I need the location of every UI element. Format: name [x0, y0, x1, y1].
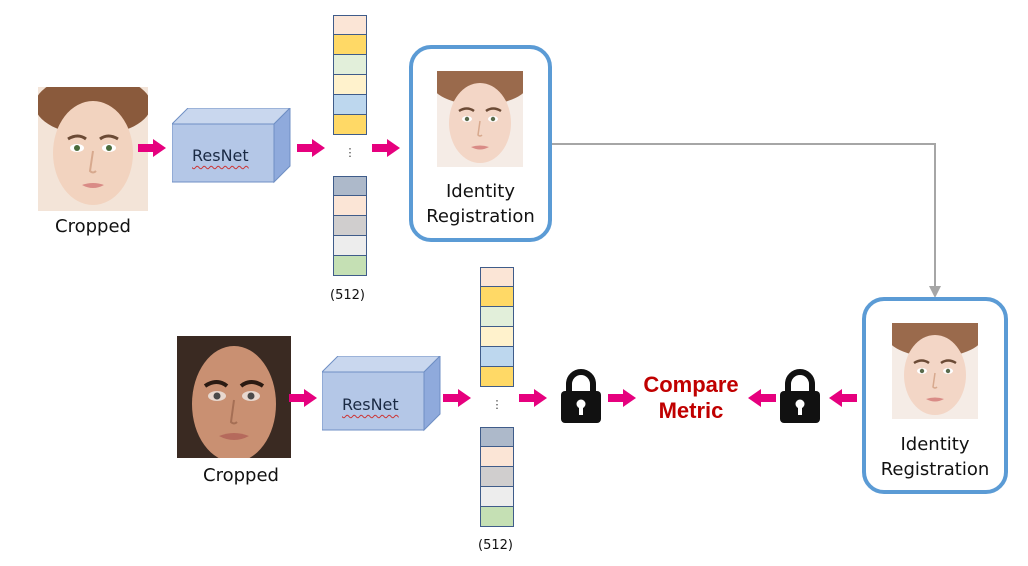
identity-label-top-line1: Identity — [446, 181, 515, 202]
lock-icon — [561, 369, 601, 423]
identity-label-bottom-line2: Registration — [880, 459, 990, 480]
vector-cell — [480, 427, 514, 447]
face-image-identity-top — [437, 71, 523, 167]
feature-vector-bottom-lower — [480, 427, 514, 527]
vector-dims-bottom: (512) — [478, 538, 513, 553]
vector-cell — [480, 307, 514, 327]
vector-cell — [333, 75, 367, 95]
vector-cell — [480, 467, 514, 487]
vector-cell — [333, 95, 367, 115]
cropped-label-top: Cropped — [55, 216, 131, 237]
vector-cell — [480, 447, 514, 467]
vector-cell — [333, 236, 367, 256]
connector-arrow — [552, 143, 941, 298]
compare-metric-line1: Compare — [643, 372, 739, 397]
feature-vector-top-lower — [333, 176, 367, 276]
vector-cell — [333, 196, 367, 216]
vector-cell — [333, 115, 367, 135]
arrow-right-icon — [443, 389, 471, 407]
feature-vector-top-upper — [333, 15, 367, 135]
vector-cell — [480, 287, 514, 307]
arrow-right-icon — [138, 139, 166, 157]
vector-cell — [480, 267, 514, 287]
arrow-right-icon — [372, 139, 400, 157]
arrow-left-icon — [829, 389, 857, 407]
vector-cell — [333, 256, 367, 276]
vector-ellipsis: ⋮ — [491, 398, 503, 411]
vector-cell — [480, 367, 514, 387]
arrow-right-icon — [297, 139, 325, 157]
resnet-block-bottom — [322, 356, 441, 432]
arrow-right-icon — [608, 389, 636, 407]
vector-cell — [480, 507, 514, 527]
face-image-identity-bottom — [892, 323, 978, 419]
vector-cell — [333, 176, 367, 196]
arrow-right-icon — [519, 389, 547, 407]
vector-cell — [333, 55, 367, 75]
vector-dims-top: (512) — [330, 288, 365, 303]
vector-cell — [333, 15, 367, 35]
resnet-block-top — [172, 108, 291, 184]
feature-vector-bottom-upper — [480, 267, 514, 387]
vector-cell — [333, 216, 367, 236]
cropped-label-bottom: Cropped — [203, 465, 279, 486]
vector-cell — [333, 35, 367, 55]
arrow-right-icon — [289, 389, 317, 407]
lock-icon — [780, 369, 820, 423]
resnet-label-bottom: ResNet — [342, 395, 399, 414]
face-image-cropped-bottom — [177, 336, 291, 458]
compare-metric-line2: Metric — [658, 398, 724, 423]
identity-label-top-line2: Registration — [426, 206, 535, 227]
vector-cell — [480, 327, 514, 347]
identity-label-bottom-line1: Identity — [900, 434, 970, 455]
vector-ellipsis: ⋮ — [344, 146, 356, 159]
vector-cell — [480, 347, 514, 367]
arrow-left-icon — [748, 389, 776, 407]
vector-cell — [480, 487, 514, 507]
face-image-cropped-top — [38, 87, 148, 211]
resnet-label-top: ResNet — [192, 146, 249, 165]
